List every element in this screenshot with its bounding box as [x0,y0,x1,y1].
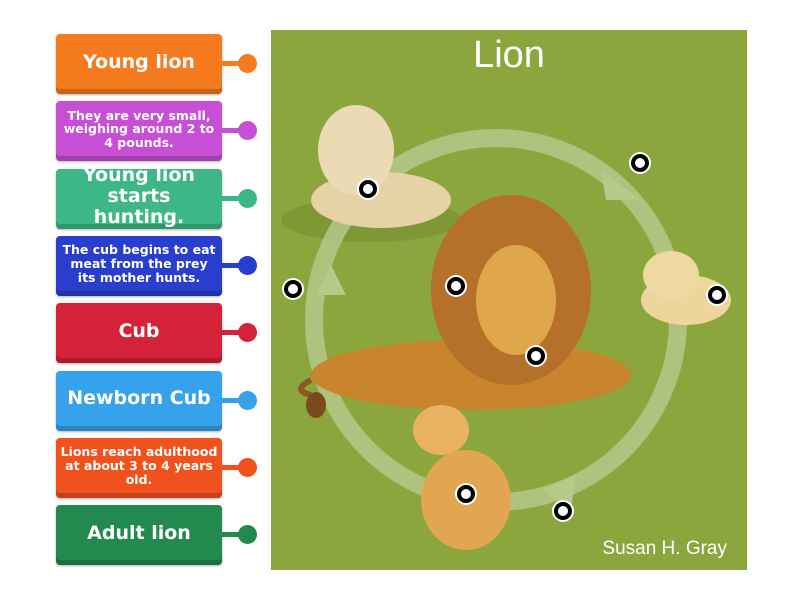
connector-pin-icon[interactable] [238,255,257,275]
arrow-icon [316,265,346,295]
drop-target[interactable] [359,180,377,198]
connector-pin-icon[interactable] [238,54,257,73]
label-tile[interactable]: Young lion [56,34,222,94]
label-tile[interactable]: The cub begins to eat meat from the prey… [56,235,222,296]
label-tile[interactable]: Young lion starts hunting. [56,165,222,229]
connector-pin-icon[interactable] [238,457,257,477]
drop-target[interactable] [284,280,302,298]
newborn-cub-drawing [641,251,731,325]
label-text: Cub [118,319,160,342]
connector-line [222,128,242,134]
label-text: Young lion [83,50,195,73]
connector-line [222,330,242,336]
connector-line [222,464,242,470]
draggable-label[interactable]: Newborn Cub [0,370,260,431]
draggable-label[interactable]: Cub [0,303,260,364]
drop-target[interactable] [527,347,545,365]
drop-target[interactable] [457,485,475,503]
draggable-label[interactable]: They are very small, weighing around 2 t… [0,101,260,162]
label-text: The cub begins to eat meat from the prey… [62,242,216,285]
lion-life-cycle-image: Lion Susan H. Gray [271,30,747,570]
draggable-label[interactable]: Lions reach adulthood at about 3 to 4 ye… [0,437,260,498]
label-text: Newborn Cub [67,387,211,410]
connector-pin-icon[interactable] [238,390,257,410]
adult-lion-drawing [298,195,631,418]
label-text: They are very small, weighing around 2 t… [63,107,215,151]
drop-target[interactable] [447,277,465,295]
connector-line [222,262,242,268]
label-tile[interactable]: Newborn Cub [56,370,222,431]
draggable-label[interactable]: Young lion starts hunting. [0,165,260,229]
diagram-title: Lion [473,34,545,76]
draggable-label[interactable]: Adult lion [0,505,260,566]
author-credit: Susan H. Gray [602,538,727,559]
label-text: Adult lion [87,521,191,544]
connector-line [222,195,242,201]
drop-target[interactable] [554,502,572,520]
draggable-label[interactable]: Young lion [0,34,260,94]
label-tile[interactable]: Lions reach adulthood at about 3 to 4 ye… [56,437,222,498]
connector-line [222,397,242,403]
connector-pin-icon[interactable] [238,121,257,141]
life-cycle-illustration [281,105,731,550]
label-text: Young lion starts hunting. [83,164,195,229]
connector-pin-icon[interactable] [238,525,257,545]
drop-target[interactable] [708,286,726,304]
label-text: Lions reach adulthood at about 3 to 4 ye… [60,444,218,487]
connector-pin-icon[interactable] [238,323,257,343]
label-tile[interactable]: Adult lion [56,505,222,566]
cub-drawing [413,405,511,550]
connector-pin-icon[interactable] [238,188,257,208]
draggable-label[interactable]: The cub begins to eat meat from the prey… [0,235,260,296]
young-lion-drawing [311,105,451,228]
connector-line [222,532,242,538]
arrow-icon [601,170,641,200]
drop-target[interactable] [631,154,649,172]
label-tile[interactable]: They are very small, weighing around 2 t… [56,101,222,162]
arrow-icon [541,475,576,510]
label-tile[interactable]: Cub [56,303,222,364]
connector-line [222,61,242,66]
